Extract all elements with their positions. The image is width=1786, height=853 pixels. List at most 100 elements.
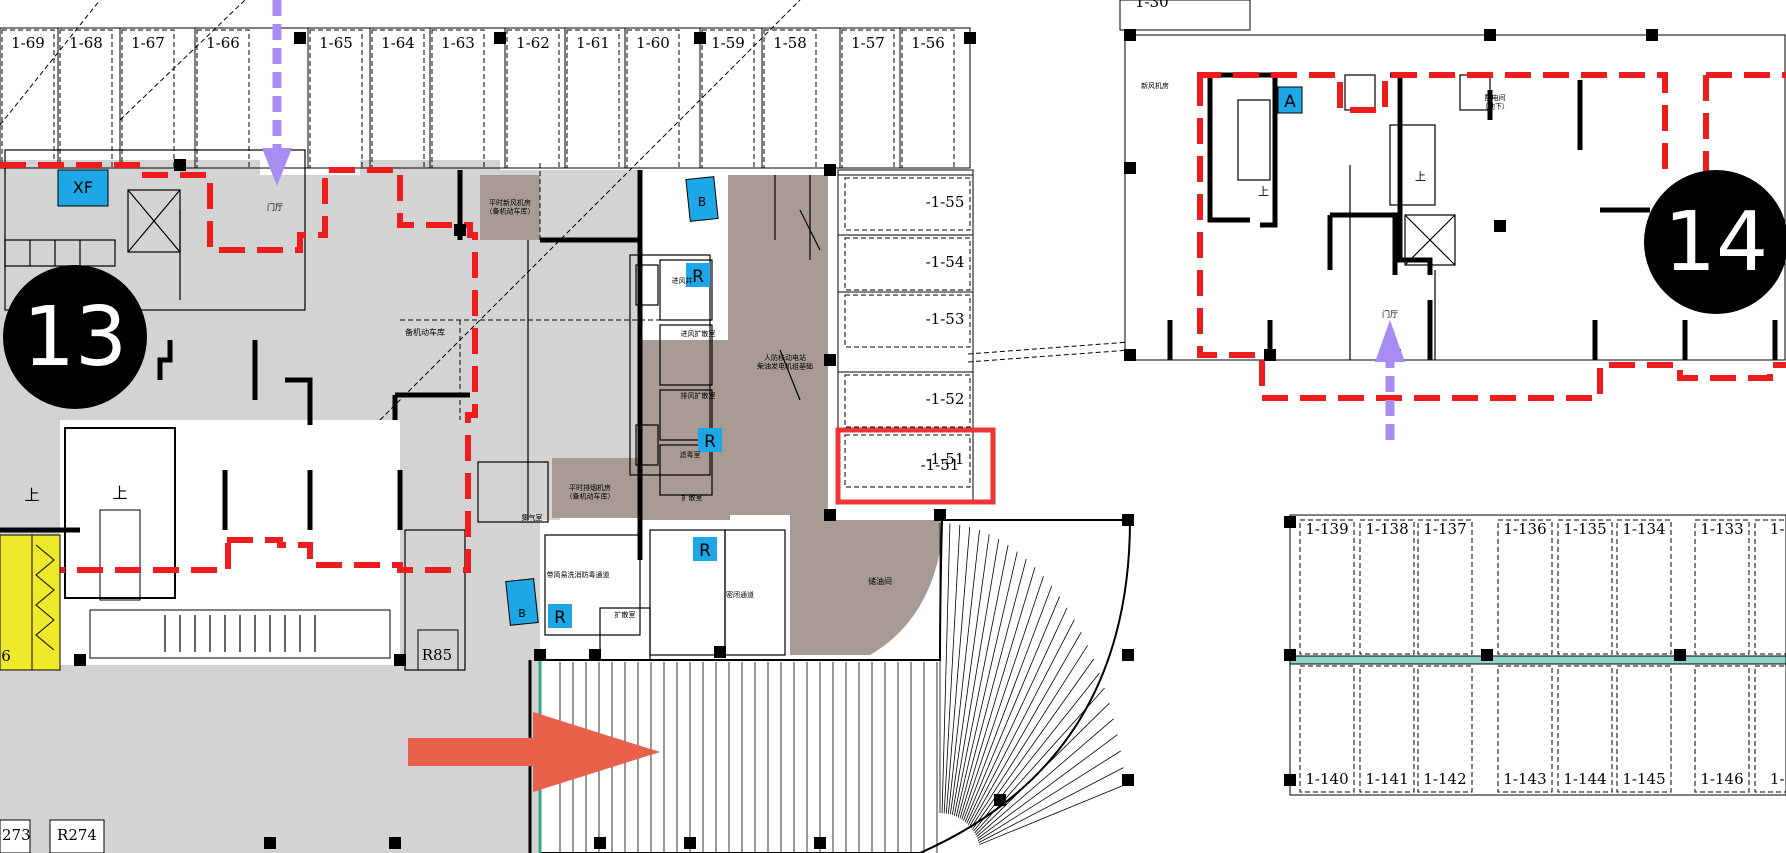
badge-r-3: R [693, 537, 717, 561]
label-1-30: 1-30 [1135, 0, 1169, 11]
parking-spot [1557, 665, 1613, 793]
lobby-label-right: 门厅 [1382, 309, 1398, 319]
parking-spot [431, 29, 485, 169]
parking-spot-label: -1-53 [926, 310, 965, 328]
parking-spot-label: -1-52 [926, 390, 965, 408]
parking-spot-label: 1-137 [1423, 520, 1466, 538]
parking-spot [1694, 665, 1750, 793]
parking-spot [701, 29, 755, 169]
structural-column [389, 837, 401, 849]
red-boundaries [0, 72, 1786, 573]
parking-spot [1754, 519, 1786, 655]
parking-spot [844, 434, 971, 488]
structural-column [1646, 29, 1658, 41]
badge-r-3-text: R [699, 541, 711, 561]
zone-13-marker: 13 [3, 265, 147, 409]
structural-columns [74, 29, 1686, 849]
parking-spot [121, 29, 175, 169]
zone-14-marker: 14 [1644, 170, 1786, 314]
badge-r-4-text: R [554, 608, 566, 628]
parking-spot-label: 1-66 [206, 34, 240, 52]
parking-spot [1754, 665, 1786, 793]
parking-spot-label: 1-59 [711, 34, 745, 52]
parking-spot-label: 1-136 [1503, 520, 1546, 538]
parking-spot-label: 1-138 [1365, 520, 1408, 538]
structural-column [1674, 649, 1686, 661]
badge-a: A [1277, 86, 1303, 114]
badge-b-top: B [685, 176, 719, 222]
structural-column [994, 794, 1006, 806]
expansion-2-label: 排风扩散室 [681, 391, 716, 400]
structural-column [174, 159, 186, 171]
parking-spot-label: 1-141 [1365, 770, 1408, 788]
parking-spot-label: 1-134 [1622, 520, 1665, 538]
structural-column [394, 654, 406, 666]
structural-column [714, 646, 726, 658]
exhaust-room-label: 平时排烟机房（备机动车库） [566, 483, 615, 500]
parking-spot-label: 1-62 [516, 34, 550, 52]
parking-spot-label: 1-144 [1563, 770, 1606, 788]
parking-spot-label: 1-60 [636, 34, 670, 52]
label-1-51-highlight: -1-51 [921, 456, 960, 474]
parking-spot-label: 1-64 [381, 34, 415, 52]
badge-r-1-text: R [692, 267, 704, 287]
badge-xf-text: XF [73, 178, 93, 197]
badge-a-text: A [1284, 92, 1296, 112]
lobby-arrow-left [262, 0, 292, 186]
left-thin-walls [4, 149, 821, 671]
parking-spot [566, 29, 620, 169]
parking-spot-label: 1-69 [11, 34, 45, 52]
power-room-label: 配电间（地下） [1481, 93, 1509, 110]
structural-column [824, 164, 836, 176]
parking-spot [844, 177, 971, 231]
parking-spot [1694, 519, 1750, 655]
parking-spot [1497, 519, 1553, 655]
parking-spot-label: 1-135 [1563, 520, 1606, 538]
expansion-small-label: 扩散室 [615, 610, 636, 619]
zone-13-label: 13 [23, 290, 127, 385]
parking-spot [1, 29, 55, 169]
right-building [1119, 0, 1786, 361]
parking-spot-label: 1-63 [441, 34, 475, 52]
structural-column [1284, 649, 1296, 661]
parking-spot-label: 1-65 [319, 34, 353, 52]
left-walls [0, 170, 643, 560]
parking-spot-label: -1-54 [926, 253, 965, 271]
parking-spot-label: 1-142 [1423, 770, 1466, 788]
intake-label: 进风井 [672, 276, 693, 285]
parking-spot [1616, 519, 1672, 655]
structural-column [964, 32, 976, 44]
parking-spot-label: 1-143 [1503, 770, 1546, 788]
gas-label: 集气室 [522, 513, 543, 522]
parking-spot [1497, 665, 1553, 793]
parking-spot [506, 29, 560, 169]
label-273: 273 [2, 826, 31, 844]
structural-column [814, 837, 826, 849]
structural-column [534, 649, 546, 661]
structural-column [1124, 349, 1136, 361]
badge-r-2-text: R [704, 432, 716, 452]
oil-room-label: 储油间 [868, 576, 892, 586]
structural-column [1122, 649, 1134, 661]
label-r85: R85 [422, 646, 452, 664]
parking-spot [1299, 665, 1355, 793]
badge-xf: XF [57, 169, 109, 207]
badge-b-bottom-text: B [518, 607, 526, 620]
parking-spot [844, 374, 971, 428]
filter-label: 滤毒室 [680, 450, 701, 459]
parking-spot [1417, 665, 1473, 793]
parking-spot-label: 1-1 [1770, 770, 1786, 788]
parking-spot-label: 1-139 [1305, 520, 1348, 538]
badge-r-4: R [548, 604, 572, 628]
expansion-1-label: 进风扩散室 [681, 329, 716, 338]
structural-column [494, 32, 506, 44]
parking-spot-label: 1-145 [1622, 770, 1665, 788]
structural-column [684, 837, 696, 849]
parking-spot [1616, 665, 1672, 793]
zone-14-label: 14 [1664, 195, 1768, 290]
parking-spot [1557, 519, 1613, 655]
parking-spot-label: 1-67 [131, 34, 165, 52]
structural-column [1284, 774, 1296, 786]
lobby-label-left: 门厅 [267, 202, 283, 212]
